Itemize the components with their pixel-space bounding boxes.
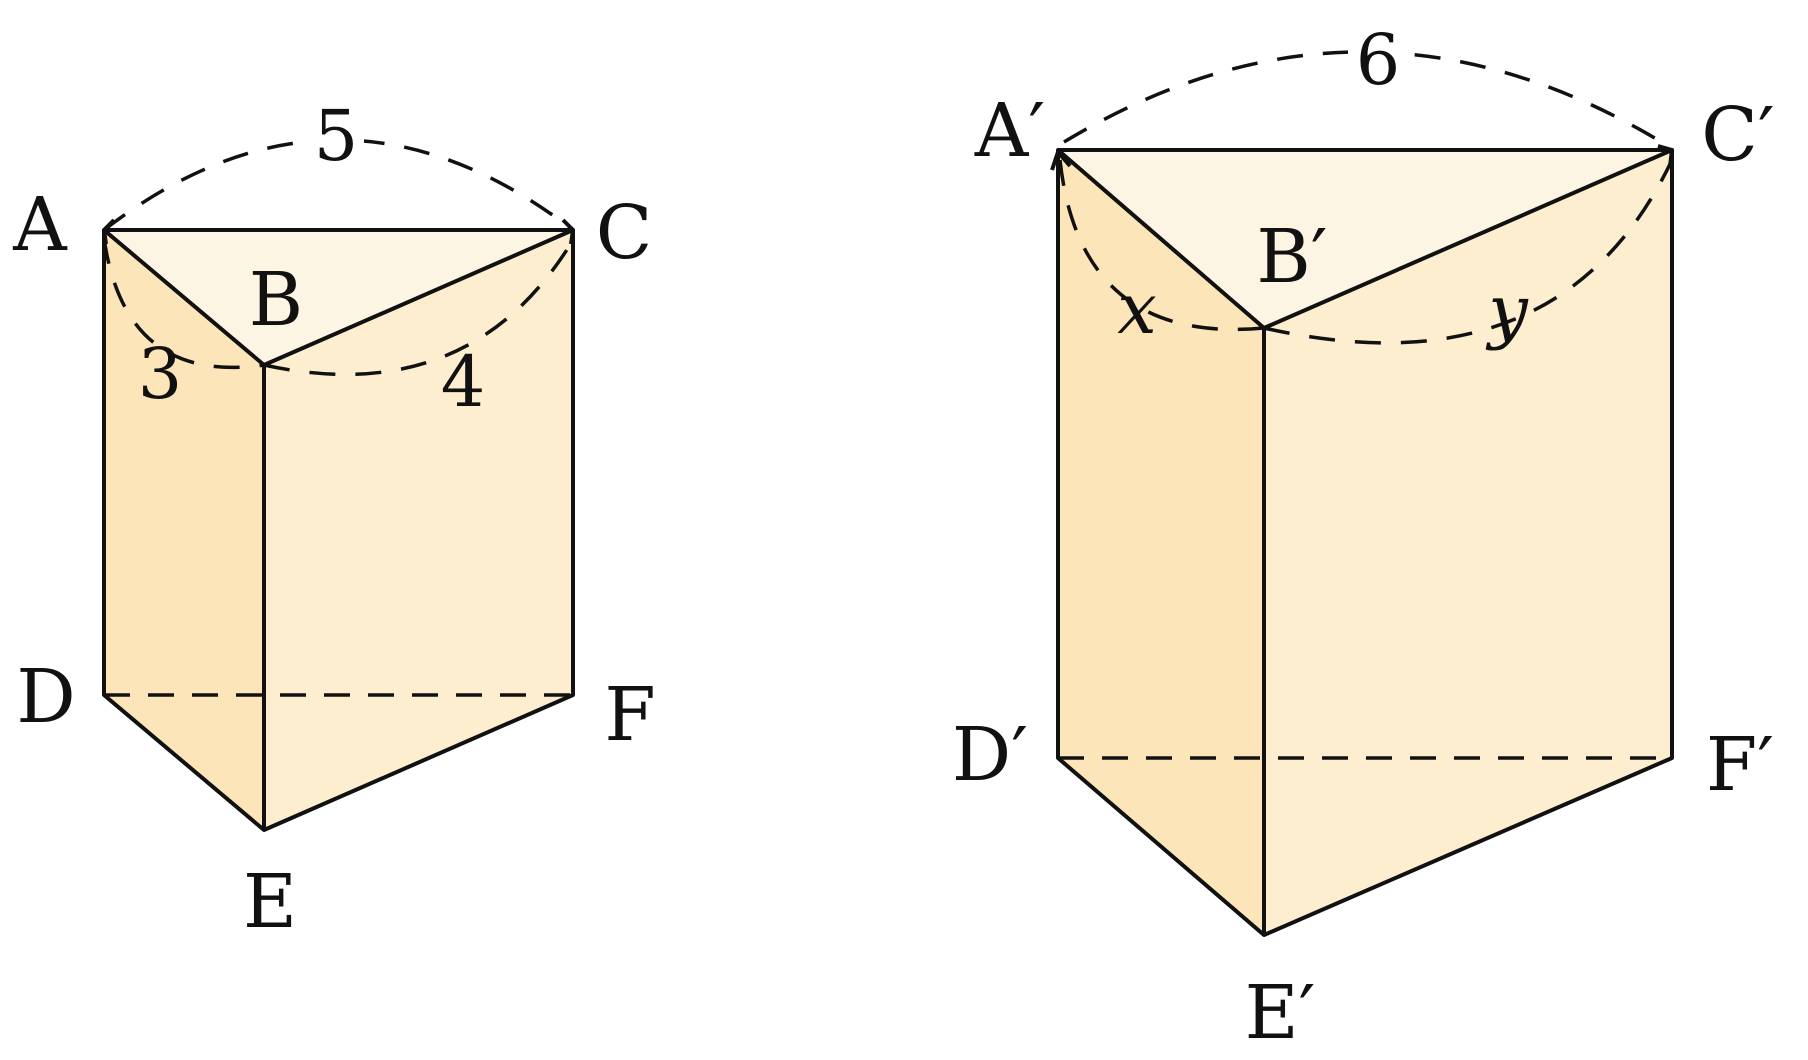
small-vertex-e: E [243, 859, 297, 945]
small-measure-ac: 5 [314, 95, 359, 177]
large-top-face [1058, 150, 1672, 328]
large-arc-bc [1263, 159, 1674, 345]
small-arrowhead [102, 218, 116, 245]
label-backdrop [308, 96, 364, 168]
large-arc-ab [1058, 159, 1265, 332]
large-vertex-e: E′ [1245, 970, 1316, 1056]
small-left-face [104, 230, 264, 830]
small-vertex-b: B [249, 257, 303, 343]
small-vertex-d: D [16, 654, 75, 740]
small-arc-bc [263, 239, 575, 377]
small-right-face [264, 230, 573, 830]
large-right-face [1264, 150, 1672, 935]
large-vertex-d: D′ [952, 712, 1028, 798]
large-arrowhead [1657, 144, 1674, 167]
small-vertex-c: C [596, 190, 653, 276]
large-left-face [1058, 150, 1264, 935]
small-measure-ab: 3 [138, 333, 183, 415]
label-backdrop [1348, 14, 1408, 94]
large-arrowhead [1050, 150, 1072, 171]
small-top-face [104, 230, 573, 365]
prism-small: 5 3 4 A B C D E F [12, 95, 655, 945]
large-arc-ac [1063, 50, 1669, 148]
large-vertex-c: C′ [1701, 92, 1774, 178]
large-vertex-a: A′ [974, 88, 1045, 174]
small-vertex-a: A [12, 182, 68, 268]
prism-large: 6 x y A′ B′ C′ D′ E′ F′ [952, 14, 1775, 1056]
small-measure-bc: 4 [441, 341, 486, 423]
large-edges [1056, 148, 1674, 937]
large-vertex-b: B′ [1256, 214, 1327, 300]
large-measure-ac: 6 [1356, 19, 1401, 101]
small-arrowhead [561, 218, 575, 245]
small-edges [102, 228, 575, 832]
large-measure-ab: x [1117, 268, 1156, 350]
large-measure-bc: y [1485, 270, 1529, 352]
small-vertex-f: F [604, 672, 655, 758]
small-arc-ab [102, 237, 265, 370]
large-vertex-f: F′ [1706, 722, 1774, 808]
